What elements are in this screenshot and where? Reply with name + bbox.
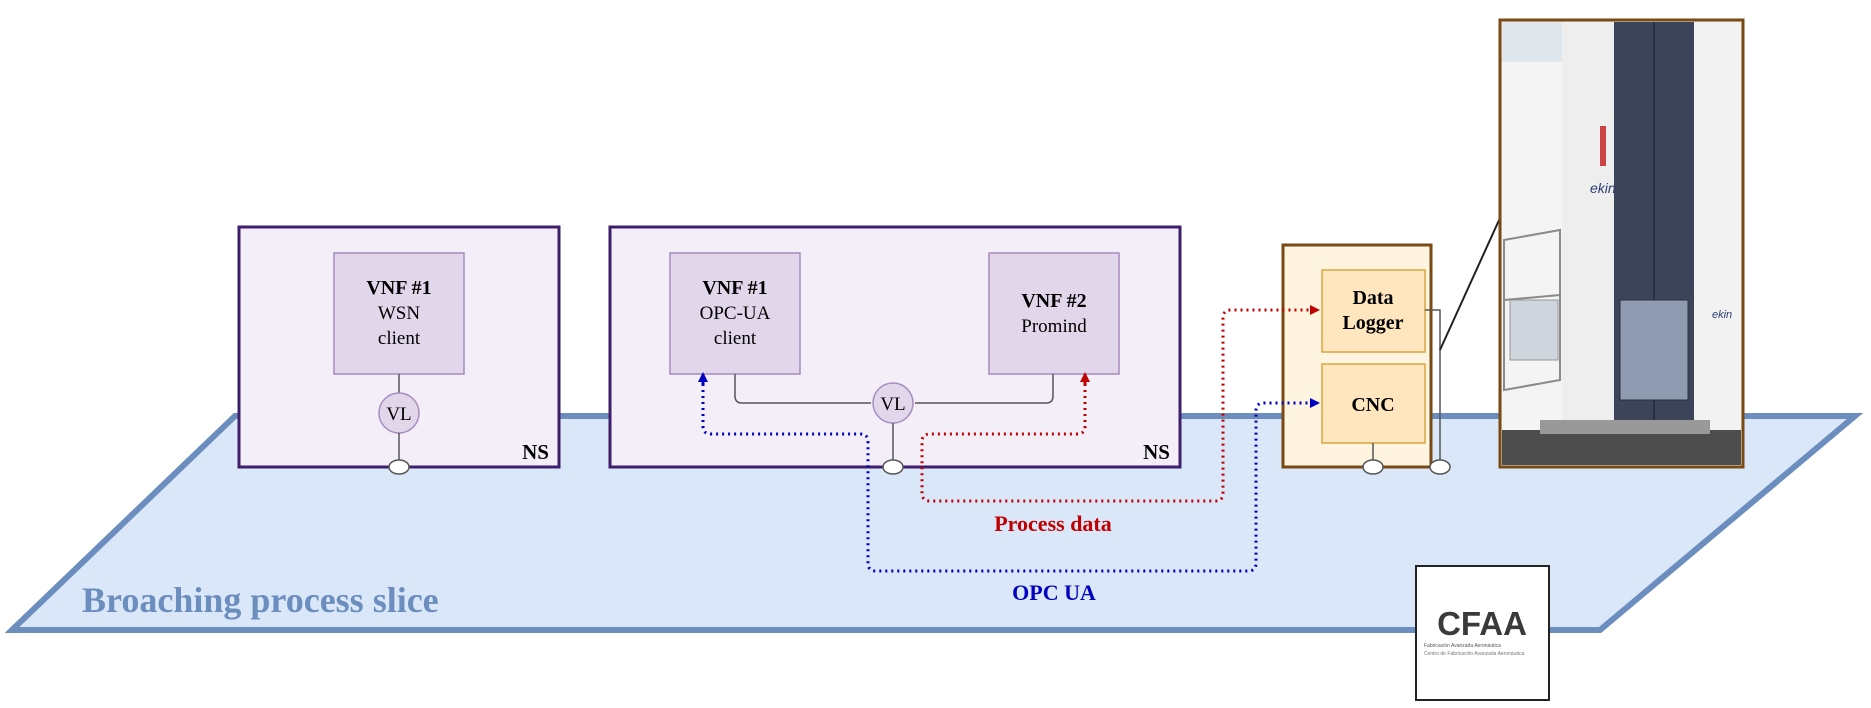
ns2-port xyxy=(882,459,904,475)
slice-label: Broaching process slice xyxy=(82,580,439,620)
cnc-box xyxy=(1321,363,1426,444)
cfaa-logo-subtitle2: Centro de Fabricación Avanzada Aeronáuti… xyxy=(1424,651,1524,657)
cfaa-logo-subtitle1: Fabricación Avanzada Aeronáutica xyxy=(1424,643,1501,649)
cnc-port xyxy=(1362,459,1384,475)
machine-brand-top: ekin xyxy=(1590,180,1616,196)
ns1-tag: NS xyxy=(522,440,549,464)
ns1-vnf1-title: VNF #1 xyxy=(366,277,431,299)
process-data-flow: Process data xyxy=(920,305,1320,536)
zoom-line xyxy=(1439,217,1501,351)
opc-ua-label: OPC UA xyxy=(1012,580,1096,605)
ns2-vl-link xyxy=(734,374,1054,404)
ns2-vl-label: VL xyxy=(880,394,905,415)
cfaa-logo-text: CFAA xyxy=(1437,605,1527,642)
ns2-vnf2-title: VNF #2 xyxy=(1021,290,1086,312)
process-data-label: Process data xyxy=(994,511,1112,536)
opc-ua-path xyxy=(701,378,1320,573)
ns1-port xyxy=(388,459,410,475)
ns1-vnf1-line1: WSN xyxy=(378,303,421,324)
ns2-vnf1-line1: OPC-UA xyxy=(700,303,771,324)
ns2-tag: NS xyxy=(1143,440,1170,464)
data-logger-line1: Data xyxy=(1352,287,1393,309)
logger-port xyxy=(1429,459,1451,475)
ns2-vnf2-line1: Promind xyxy=(1021,316,1087,337)
process-data-path xyxy=(920,305,1320,503)
data-logger-line2: Logger xyxy=(1342,312,1403,334)
broaching-machine-photo: ekin ekin xyxy=(1498,18,1745,469)
ns2-vnf1-line2: client xyxy=(714,328,757,349)
network-service-1: VNF #1 WSN client VL NS xyxy=(237,225,561,475)
ns2-vnf1-box xyxy=(669,252,801,375)
logger-to-port xyxy=(1425,309,1441,460)
cfaa-logo: CFAA Fabricación Avanzada Aeronáutica Ce… xyxy=(1415,565,1550,701)
data-logger-box xyxy=(1321,269,1426,353)
pnf-box-group: Data Logger CNC xyxy=(1281,243,1451,475)
ns2-vnf2-box xyxy=(988,252,1120,375)
ns1-vnf1-line2: client xyxy=(378,328,421,349)
cnc-label: CNC xyxy=(1351,394,1394,416)
machine-brand-side: ekin xyxy=(1712,309,1732,321)
ns1-vl-label: VL xyxy=(386,404,411,425)
opc-ua-flow: OPC UA xyxy=(698,372,1320,605)
ns2-vnf1-title: VNF #1 xyxy=(702,277,767,299)
network-service-2: VNF #1 OPC-UA client VNF #2 Promind VL N… xyxy=(608,225,1182,475)
